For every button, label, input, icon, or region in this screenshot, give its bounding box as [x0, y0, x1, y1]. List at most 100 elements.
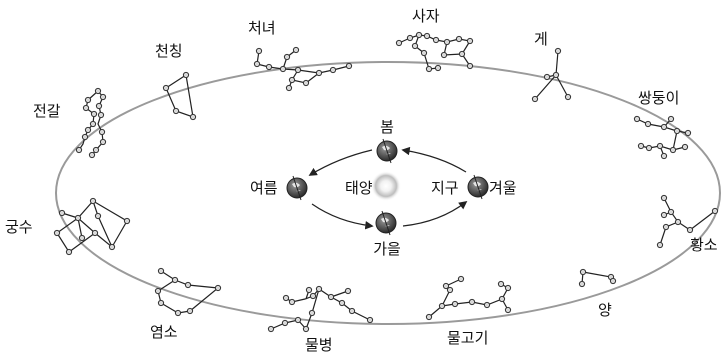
star [660, 152, 668, 160]
star [95, 102, 103, 110]
label-aries: 양 [598, 301, 612, 319]
earth-label: 지구 [431, 179, 459, 197]
star [660, 123, 668, 131]
star [182, 71, 190, 79]
star [172, 107, 180, 115]
star [348, 307, 356, 315]
constellation-line [270, 288, 371, 331]
star [279, 65, 287, 73]
star [308, 309, 316, 317]
star [288, 298, 296, 306]
star [288, 76, 296, 84]
star [281, 319, 289, 327]
star [660, 194, 668, 202]
star [711, 207, 719, 215]
season-label-spring: 봄 [380, 118, 394, 136]
star [458, 50, 466, 58]
star [686, 226, 694, 234]
star [662, 223, 670, 231]
label-virgo: 처녀 [248, 19, 276, 37]
constellation-scorpius [75, 87, 107, 159]
star [65, 248, 73, 256]
sun-label: 태양 [345, 179, 373, 197]
star [94, 212, 102, 220]
star [483, 301, 491, 309]
star [267, 325, 275, 333]
star [282, 294, 290, 302]
constellation-libra [162, 71, 197, 121]
star [84, 96, 92, 104]
star [78, 234, 86, 242]
star [681, 143, 689, 151]
star [285, 84, 293, 92]
label-gemini: 쌍둥이 [638, 89, 679, 107]
constellation-pisces [425, 275, 512, 321]
constellation-aries [578, 268, 617, 288]
star [415, 31, 423, 39]
star [579, 268, 587, 276]
star [674, 218, 682, 226]
star [75, 146, 83, 154]
star [309, 292, 317, 300]
label-libra: 천칭 [155, 42, 183, 60]
star [609, 277, 617, 285]
constellation-line [282, 49, 297, 70]
star [420, 49, 428, 57]
star [466, 37, 474, 45]
label-aquarius: 물병 [305, 336, 333, 354]
star [292, 46, 300, 54]
star [504, 306, 512, 314]
star [108, 243, 116, 251]
constellation-line [672, 130, 678, 151]
earth-summer-icon [286, 175, 308, 201]
label-taurus: 황소 [690, 236, 718, 254]
star [305, 286, 313, 294]
constellation-line [659, 221, 679, 246]
orbit-arrow-winter-spring [401, 146, 467, 173]
star [162, 84, 170, 92]
star [214, 284, 222, 292]
star [253, 60, 261, 68]
star [455, 35, 463, 43]
constellation-capricorn [154, 267, 222, 317]
star [451, 300, 459, 308]
star [189, 113, 197, 121]
constellation-cancer [531, 47, 572, 103]
star [123, 217, 131, 225]
star [99, 93, 107, 101]
constellation-line [92, 200, 113, 248]
star [442, 282, 450, 290]
star [644, 120, 652, 128]
star [171, 276, 179, 284]
label-cancer: 게 [534, 30, 548, 48]
star [89, 197, 97, 205]
ecliptic-orbit [55, 61, 721, 325]
star [504, 284, 512, 292]
star [466, 62, 474, 70]
star [94, 87, 102, 95]
star [174, 309, 182, 317]
star [552, 71, 560, 79]
star [497, 280, 505, 288]
star [434, 64, 442, 72]
season-label-summer: 여름 [250, 179, 278, 197]
star [423, 32, 431, 40]
label-capricorn: 염소 [150, 323, 178, 341]
star [338, 299, 346, 307]
star [157, 267, 165, 275]
star [74, 214, 82, 222]
star [578, 280, 586, 288]
star [294, 66, 302, 74]
star [91, 229, 99, 237]
star [446, 286, 454, 294]
constellation-line [291, 69, 320, 84]
star [564, 93, 572, 101]
constellation-leo [395, 31, 474, 73]
star [425, 313, 433, 321]
star [53, 229, 61, 237]
star [344, 287, 352, 295]
star [81, 133, 89, 141]
star [443, 38, 451, 46]
label-sagittarius: 궁수 [5, 218, 33, 236]
